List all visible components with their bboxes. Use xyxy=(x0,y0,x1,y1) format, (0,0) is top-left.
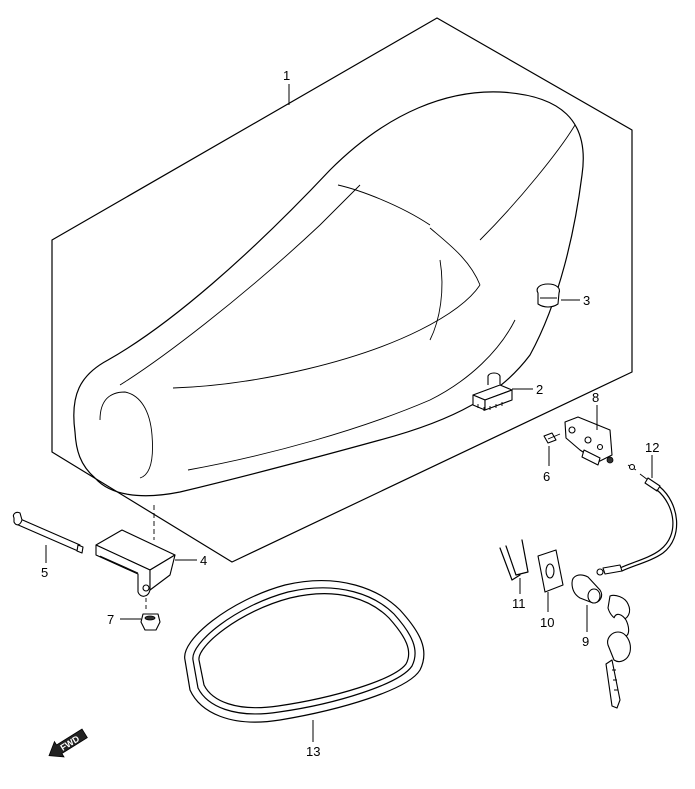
part-9-lock-keys xyxy=(571,574,631,709)
part-12-cable xyxy=(596,463,678,576)
part-5-bolt xyxy=(12,511,84,554)
part-10-plate xyxy=(537,549,564,593)
callout-8: 8 xyxy=(592,390,599,405)
part-2-block xyxy=(472,372,513,411)
part-3-cushion xyxy=(536,283,560,308)
seat-drawing xyxy=(73,91,584,497)
part-11-clip xyxy=(499,539,529,581)
callout-6: 6 xyxy=(543,469,550,484)
callout-9: 9 xyxy=(582,634,589,649)
callout-2: 2 xyxy=(536,382,543,397)
callout-13: 13 xyxy=(306,744,320,759)
part-4-bracket xyxy=(95,529,176,597)
fwd-arrow-icon: FWD xyxy=(48,728,88,758)
callout-10: 10 xyxy=(540,615,554,630)
seat-assembly-outline xyxy=(51,17,633,563)
leader-lines xyxy=(45,84,653,742)
part-8-bracket xyxy=(564,416,614,466)
part-6-screw xyxy=(543,432,561,444)
callout-labels: 1 2 3 4 5 6 7 8 9 10 11 12 13 xyxy=(41,68,659,759)
callout-11: 11 xyxy=(512,596,526,611)
callout-12: 12 xyxy=(645,440,659,455)
callout-7: 7 xyxy=(107,612,114,627)
callout-1: 1 xyxy=(283,68,290,83)
callout-5: 5 xyxy=(41,565,48,580)
part-7-nut xyxy=(140,613,161,631)
callout-4: 4 xyxy=(200,553,207,568)
part-13-band xyxy=(184,580,425,723)
callout-3: 3 xyxy=(583,293,590,308)
